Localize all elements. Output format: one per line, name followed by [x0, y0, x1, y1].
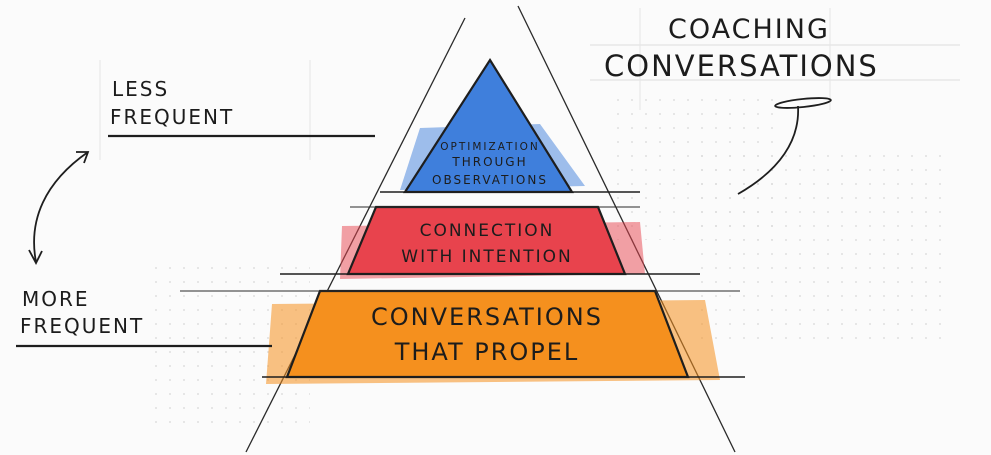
tier-1-text: OPTIMIZATION THROUGH OBSERVATIONS — [432, 141, 548, 187]
less-frequent-label: LESS FREQUENT — [108, 77, 375, 138]
tier-3-line-2: THAT PROPEL — [394, 338, 580, 366]
tier-optimization-through-observations — [380, 57, 640, 194]
title-line-2: CONVERSATIONS — [604, 49, 879, 83]
tier-2-text: CONNECTION WITH INTENTION — [401, 221, 572, 267]
tier-2-line-2: WITH INTENTION — [401, 247, 572, 267]
tier-connection-with-intention — [280, 205, 700, 279]
tier-1-line-3: OBSERVATIONS — [432, 173, 548, 187]
more-frequent-line-2: FREQUENT — [20, 314, 144, 338]
coaching-conversations-title: COACHING CONVERSATIONS — [604, 14, 879, 83]
frequency-arrow — [28, 151, 90, 265]
tier-3-line-1: CONVERSATIONS — [371, 303, 603, 331]
title-line-1: COACHING — [668, 14, 830, 45]
more-frequent-line-1: MORE — [22, 287, 90, 311]
more-frequent-label: MORE FREQUENT — [16, 287, 272, 348]
tier-3-text: CONVERSATIONS THAT PROPEL — [371, 303, 603, 366]
tier-conversations-that-propel — [180, 289, 745, 384]
less-frequent-line-1: LESS — [112, 77, 169, 101]
tier-1-line-2: THROUGH — [451, 155, 527, 169]
less-frequent-line-2: FREQUENT — [110, 105, 234, 129]
title-pointer-arrow — [737, 97, 832, 195]
tier-1-line-1: OPTIMIZATION — [440, 141, 539, 153]
tier-2-line-1: CONNECTION — [420, 221, 555, 241]
